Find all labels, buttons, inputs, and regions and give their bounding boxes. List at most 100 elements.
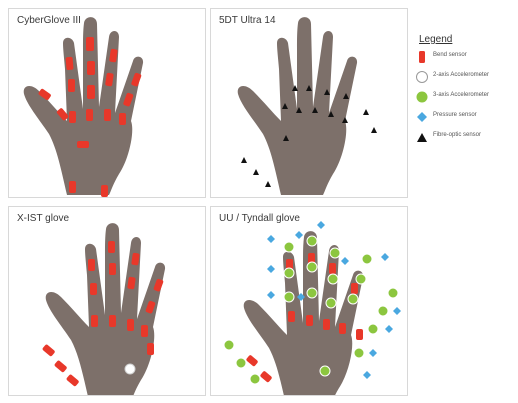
pressure-sensor xyxy=(385,325,393,333)
panel-uu: UU / Tyndall glove xyxy=(210,206,408,396)
pressure-sensor xyxy=(341,257,349,265)
legend: Legend Bend sensor 2-axis Accelerometer … xyxy=(413,28,513,168)
legend-title: Legend xyxy=(419,34,452,45)
bend-sensor xyxy=(127,319,134,331)
accelerometer-3axis xyxy=(328,274,338,284)
panel-title: 5DT Ultra 14 xyxy=(219,15,276,26)
panel-title: X-IST glove xyxy=(17,213,69,224)
pressure-sensor xyxy=(393,307,401,315)
legend-item-bend-sensor: Bend sensor xyxy=(413,50,513,64)
panel-xist: X-IST glove xyxy=(8,206,206,396)
accelerometer-3axis xyxy=(362,254,372,264)
pressure-sensor xyxy=(267,235,275,243)
bend-sensor xyxy=(141,325,148,337)
pressure-sensor xyxy=(317,221,325,229)
hand-silhouette xyxy=(24,17,143,195)
bend-sensor xyxy=(88,259,95,271)
hand-diagram-xist xyxy=(9,207,206,396)
bend-sensor xyxy=(42,344,56,357)
panel-5dt: 5DT Ultra 14 xyxy=(210,8,408,198)
accelerometer-3axis xyxy=(236,358,246,368)
accelerometer-3axis xyxy=(250,374,260,384)
hand-diagram-cyberglove xyxy=(9,9,206,198)
bend-sensor xyxy=(77,141,89,148)
legend-item-pressure-sensor: Pressure sensor xyxy=(413,110,513,124)
fibre-optic-sensor xyxy=(363,109,369,115)
accelerometer-3axis xyxy=(284,242,294,252)
accelerometer-3axis xyxy=(368,324,378,334)
hand-silhouette xyxy=(244,231,363,396)
accelerometer-3axis xyxy=(348,294,358,304)
legend-item-2axis-accelerometer: 2-axis Accelerometer xyxy=(413,70,513,84)
accelerometer-3axis xyxy=(307,262,317,272)
hand-diagram-5dt xyxy=(211,9,408,198)
bend-sensor xyxy=(109,315,116,327)
pressure-sensor xyxy=(295,231,303,239)
bend-sensor xyxy=(90,283,97,295)
bend-sensor xyxy=(65,57,73,71)
accelerometer-3axis-icon xyxy=(415,90,429,104)
accelerometer-3axis xyxy=(320,366,330,376)
fibre-optic-sensor-icon xyxy=(415,130,429,144)
bend-sensor xyxy=(109,263,116,275)
hand-silhouette xyxy=(238,17,357,195)
bend-sensor xyxy=(260,370,273,382)
bend-sensor xyxy=(91,315,98,327)
accelerometer-2axis xyxy=(125,364,135,374)
accelerometer-3axis xyxy=(378,306,388,316)
accelerometer-2axis-icon xyxy=(415,70,429,84)
legend-item-fibre-optic-sensor: Fibre-optic sensor xyxy=(413,130,513,144)
panel-title: UU / Tyndall glove xyxy=(219,213,300,224)
fibre-optic-sensor xyxy=(265,181,271,187)
bend-sensor xyxy=(86,109,93,121)
accelerometer-3axis xyxy=(307,288,317,298)
bend-sensor xyxy=(54,360,68,373)
legend-label: Fibre-optic sensor xyxy=(433,132,481,138)
bend-sensor-icon xyxy=(415,50,429,64)
bend-sensor xyxy=(329,263,336,274)
bend-sensor xyxy=(288,311,295,322)
accelerometer-3axis xyxy=(326,298,336,308)
panel-cyberglove: CyberGlove III xyxy=(8,8,206,198)
pressure-sensor xyxy=(267,291,275,299)
accelerometer-3axis xyxy=(354,348,364,358)
legend-label: 3-axis Accelerometer xyxy=(433,92,489,98)
accelerometer-3axis xyxy=(388,288,398,298)
bend-sensor xyxy=(356,329,363,340)
fibre-optic-sensor xyxy=(253,169,259,175)
fibre-optic-sensor xyxy=(241,157,247,163)
fibre-optic-sensor xyxy=(371,127,377,133)
bend-sensor xyxy=(66,374,80,387)
bend-sensor xyxy=(69,111,76,123)
accelerometer-3axis xyxy=(284,268,294,278)
legend-label: 2-axis Accelerometer xyxy=(433,72,489,78)
pressure-sensor xyxy=(369,349,377,357)
bend-sensor xyxy=(351,283,358,294)
panel-title: CyberGlove III xyxy=(17,15,81,26)
accelerometer-3axis xyxy=(307,236,317,246)
bend-sensor xyxy=(323,319,330,330)
accelerometer-3axis xyxy=(330,248,340,258)
legend-item-3axis-accelerometer: 3-axis Accelerometer xyxy=(413,90,513,104)
bend-sensor xyxy=(147,343,154,355)
bend-sensor xyxy=(69,181,76,193)
bend-sensor xyxy=(68,79,75,92)
pressure-sensor xyxy=(381,253,389,261)
bend-sensor xyxy=(246,354,259,366)
legend-label: Bend sensor xyxy=(433,52,467,58)
bend-sensor xyxy=(87,61,95,75)
hand-diagram-uu xyxy=(211,207,408,396)
bend-sensor xyxy=(339,323,346,334)
legend-label: Pressure sensor xyxy=(433,112,477,118)
accelerometer-3axis xyxy=(284,292,294,302)
bend-sensor xyxy=(108,241,115,253)
accelerometer-3axis xyxy=(356,274,366,284)
bend-sensor xyxy=(86,37,94,51)
bend-sensor xyxy=(87,85,95,99)
pressure-sensor xyxy=(267,265,275,273)
bend-sensor xyxy=(104,109,111,121)
bend-sensor xyxy=(119,113,126,125)
bend-sensor xyxy=(101,185,108,197)
pressure-sensor xyxy=(363,371,371,379)
accelerometer-3axis xyxy=(224,340,234,350)
